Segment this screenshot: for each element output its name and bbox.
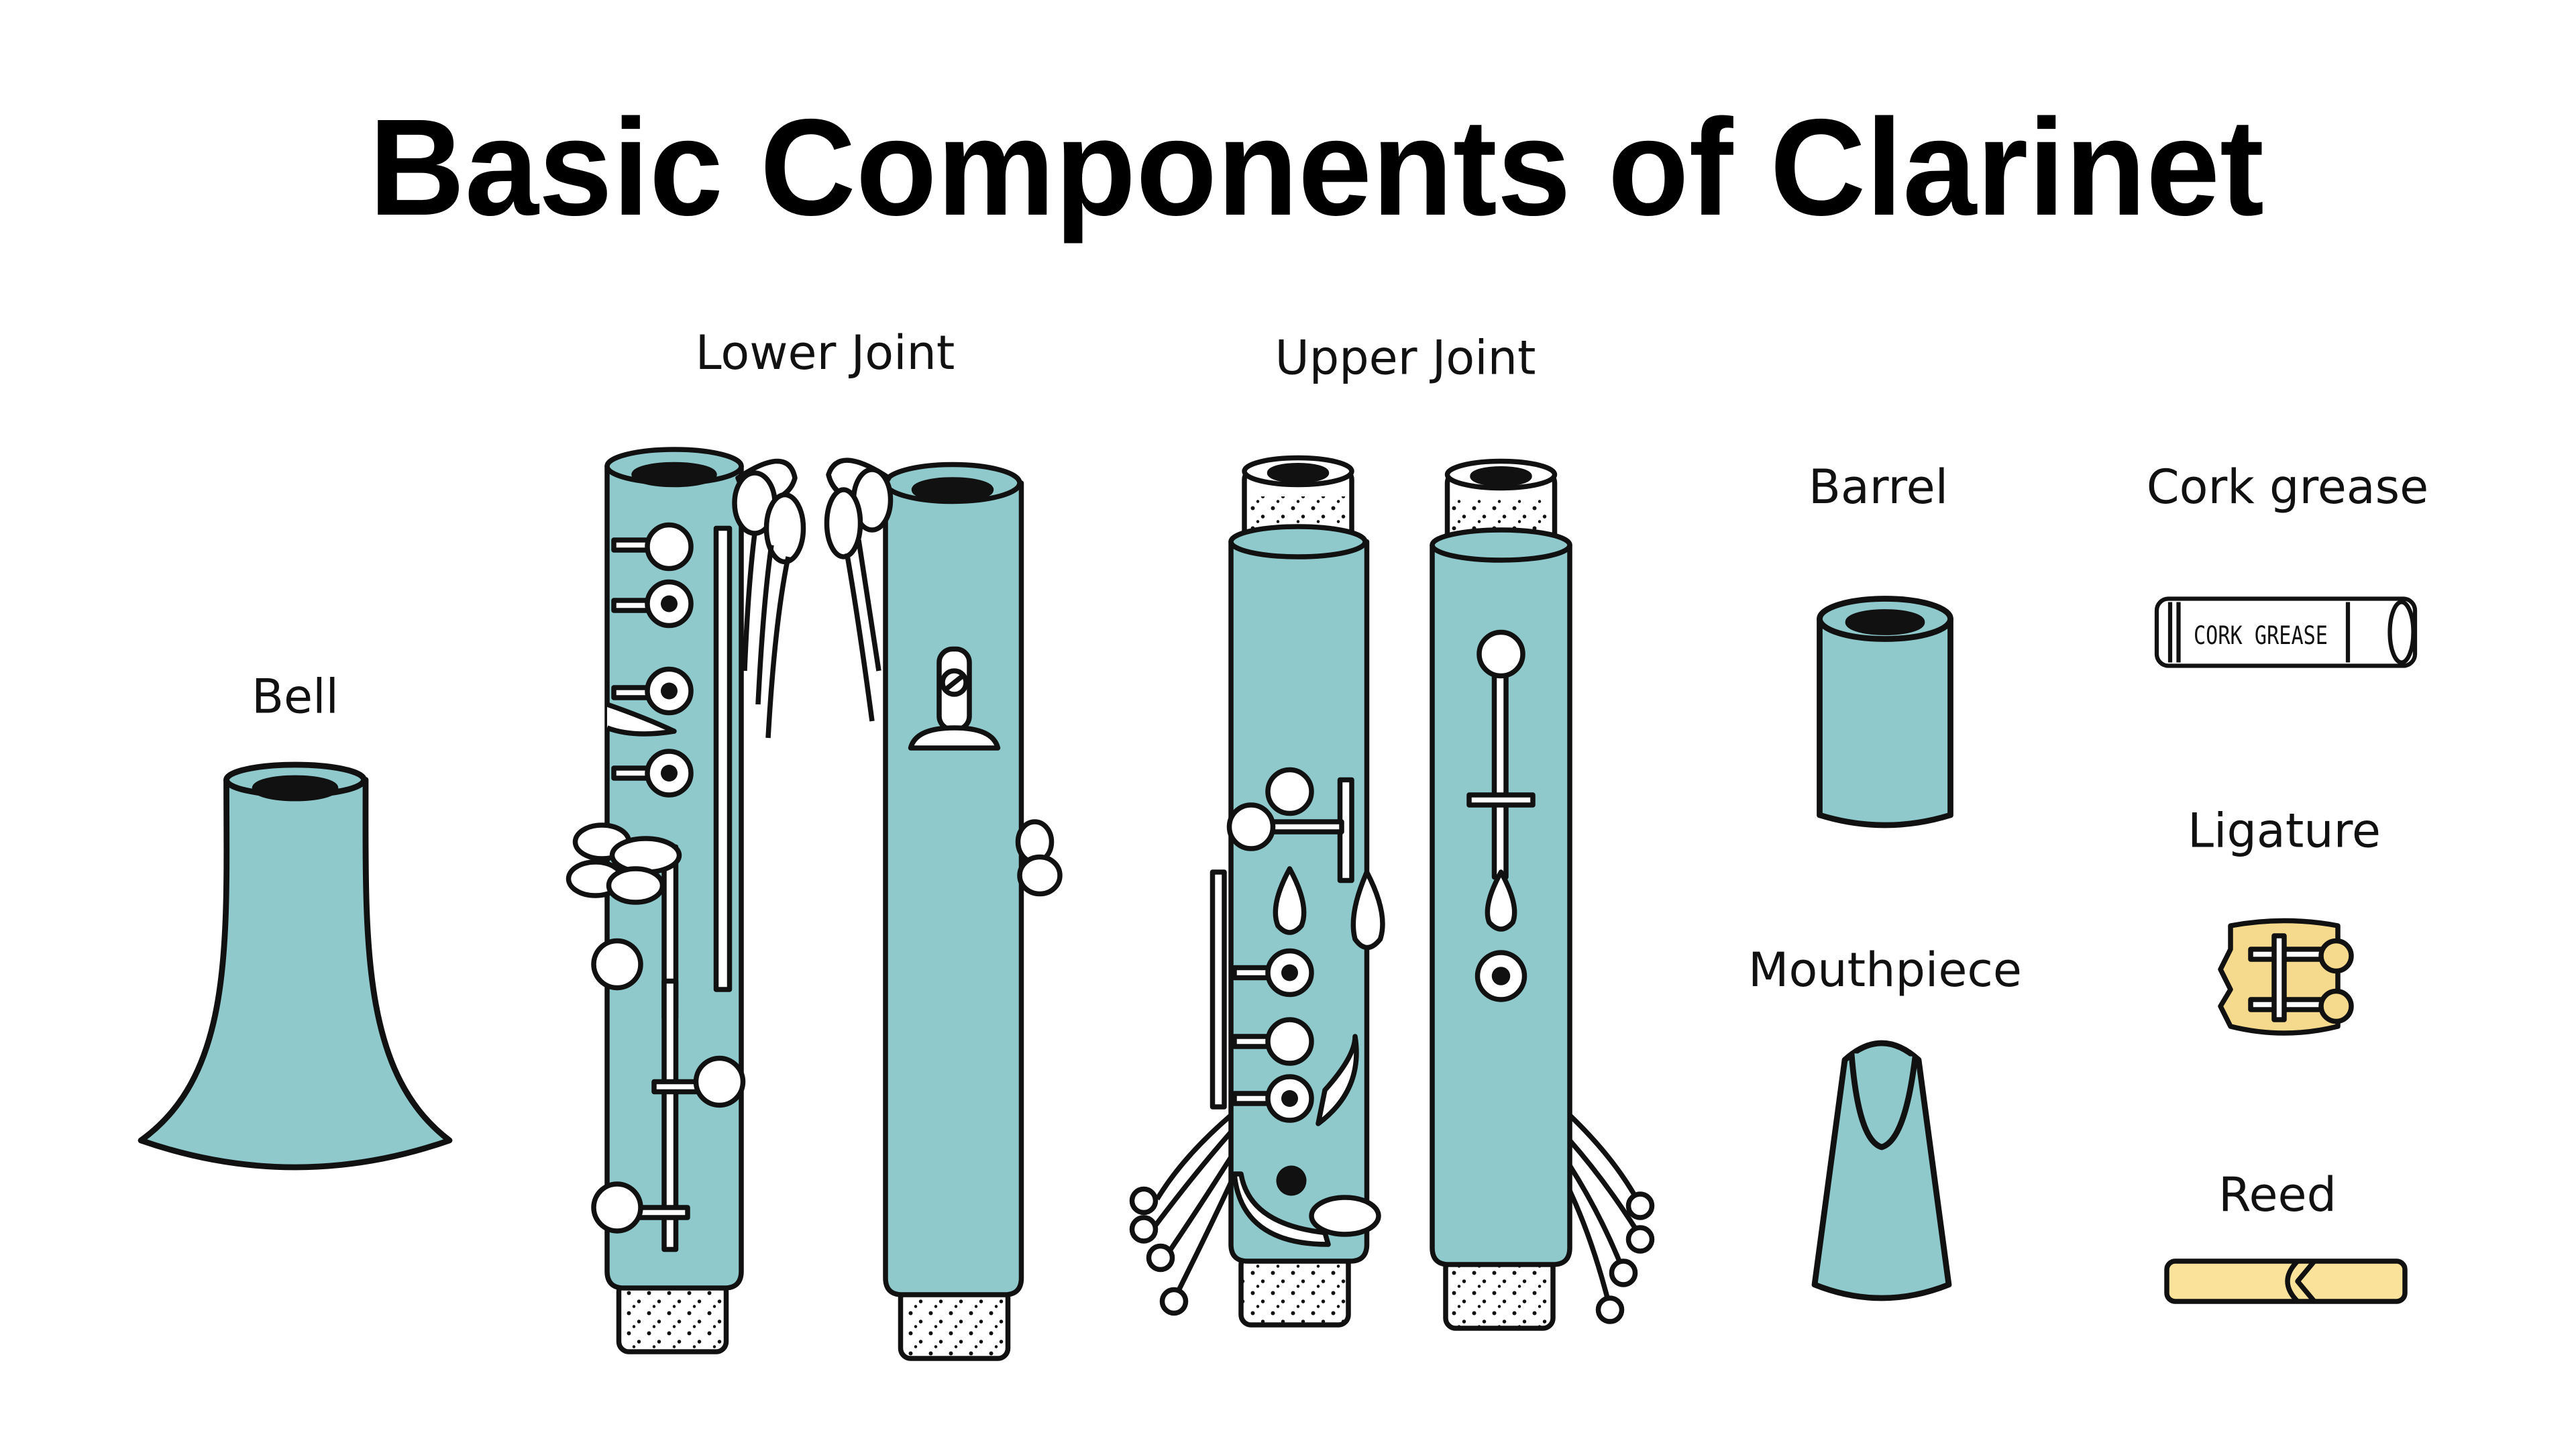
upper-joint-back-icon xyxy=(1432,462,1652,1329)
barrel-icon xyxy=(1820,599,1951,826)
ligature-icon xyxy=(2220,921,2351,1034)
reed-icon xyxy=(2167,1261,2405,1301)
mouthpiece-icon xyxy=(1815,1043,1949,1298)
page-title: Basic Components of Clarinet xyxy=(369,91,2264,244)
label-ligature: Ligature xyxy=(2188,804,2381,859)
label-reed: Reed xyxy=(2218,1167,2337,1222)
label-barrel: Barrel xyxy=(1809,460,1948,515)
lower-joint-front-icon xyxy=(569,449,804,1352)
upper-joint-front-icon xyxy=(1132,458,1383,1326)
cork-grease-icon: CORK GREASE xyxy=(2157,599,2415,666)
lower-joint-back-icon xyxy=(827,460,1061,1358)
label-lower-joint: Lower Joint xyxy=(696,325,955,380)
label-upper-joint: Upper Joint xyxy=(1275,331,1536,386)
label-bell: Bell xyxy=(252,669,339,724)
cork-grease-stick-text: CORK GREASE xyxy=(2194,621,2328,650)
label-cork-grease: Cork grease xyxy=(2147,460,2428,515)
bell-icon xyxy=(141,765,449,1167)
label-mouthpiece: Mouthpiece xyxy=(1748,943,2022,998)
